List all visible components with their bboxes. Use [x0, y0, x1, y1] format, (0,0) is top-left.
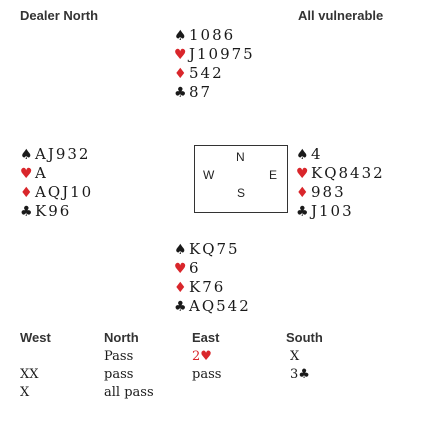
auction-call: 3♣ — [290, 367, 310, 382]
diamond-icon: ♦ — [174, 280, 187, 296]
auction-header-west: West — [20, 330, 51, 345]
north-clubs-cards: 87 — [189, 83, 213, 101]
west-hearts-cards: A — [35, 164, 48, 182]
west-hearts: ♥A — [20, 164, 93, 183]
south-spades-cards: KQ75 — [189, 240, 240, 258]
east-hearts: ♥KQ8432 — [296, 164, 385, 183]
spade-icon: ♠ — [174, 28, 187, 44]
auction-header-south: South — [286, 330, 323, 345]
compass-east: E — [269, 168, 278, 182]
north-hearts-cards: J10975 — [189, 45, 255, 63]
club-icon: ♣ — [174, 299, 187, 315]
north-diamonds-cards: 542 — [189, 64, 224, 82]
auction-call: X — [290, 349, 300, 364]
south-diamonds: ♦K76 — [174, 278, 251, 297]
west-clubs-cards: K96 — [35, 202, 72, 220]
spade-icon: ♠ — [20, 147, 33, 163]
dealer-label: Dealer North — [20, 8, 99, 23]
compass-north: N — [236, 150, 245, 164]
south-clubs: ♣AQ542 — [174, 297, 251, 316]
north-clubs: ♣87 — [174, 83, 255, 102]
diamond-icon: ♦ — [174, 66, 187, 82]
south-hand: ♠KQ75 ♥6 ♦K76 ♣AQ542 — [174, 240, 251, 316]
east-clubs-cards: J103 — [311, 202, 354, 220]
east-clubs: ♣J103 — [296, 202, 385, 221]
club-icon: ♣ — [174, 85, 187, 101]
west-spades-cards: AJ932 — [35, 145, 91, 163]
east-spades-cards: 4 — [311, 145, 323, 163]
diamond-icon: ♦ — [20, 185, 33, 201]
north-hand: ♠1086 ♥J10975 ♦542 ♣87 — [174, 26, 255, 102]
auction-call: 2♥ — [192, 349, 212, 364]
heart-icon: ♥ — [296, 166, 309, 182]
heart-icon: ♥ — [20, 166, 33, 182]
north-spades: ♠1086 — [174, 26, 255, 45]
east-diamonds: ♦983 — [296, 183, 385, 202]
club-icon: ♣ — [296, 204, 309, 220]
spade-icon: ♠ — [174, 242, 187, 258]
compass-west: W — [203, 168, 215, 182]
auction-call: all pass — [104, 385, 154, 400]
heart-icon: ♥ — [174, 261, 187, 277]
heart-icon: ♥ — [174, 47, 187, 63]
east-spades: ♠4 — [296, 145, 385, 164]
north-spades-cards: 1086 — [189, 26, 236, 44]
compass-box: N W E S — [194, 145, 288, 213]
south-spades: ♠KQ75 — [174, 240, 251, 259]
west-diamonds-cards: AQJ10 — [35, 183, 94, 201]
west-spades: ♠AJ932 — [20, 145, 93, 164]
north-hearts: ♥J10975 — [174, 45, 255, 64]
south-clubs-cards: AQ542 — [189, 297, 251, 315]
auction-call: X — [20, 385, 30, 400]
auction-call: Pass — [104, 349, 134, 364]
club-icon: ♣ — [20, 204, 33, 220]
diamond-icon: ♦ — [296, 185, 309, 201]
west-clubs: ♣K96 — [20, 202, 93, 221]
east-hearts-cards: KQ8432 — [311, 164, 385, 182]
south-diamonds-cards: K76 — [189, 278, 226, 296]
south-hearts-cards: 6 — [189, 259, 201, 277]
west-hand: ♠AJ932 ♥A ♦AQJ10 ♣K96 — [20, 145, 93, 221]
spade-icon: ♠ — [296, 147, 309, 163]
auction-call: XX — [20, 367, 39, 382]
compass-south: S — [237, 186, 246, 200]
auction-call: pass — [192, 367, 222, 382]
east-diamonds-cards: 983 — [311, 183, 346, 201]
north-diamonds: ♦542 — [174, 64, 255, 83]
vulnerability-label: All vulnerable — [298, 8, 384, 23]
auction-header-north: North — [104, 330, 139, 345]
auction-call: pass — [104, 367, 134, 382]
auction-header-east: East — [192, 330, 220, 345]
south-hearts: ♥6 — [174, 259, 251, 278]
east-hand: ♠4 ♥KQ8432 ♦983 ♣J103 — [296, 145, 385, 221]
west-diamonds: ♦AQJ10 — [20, 183, 93, 202]
